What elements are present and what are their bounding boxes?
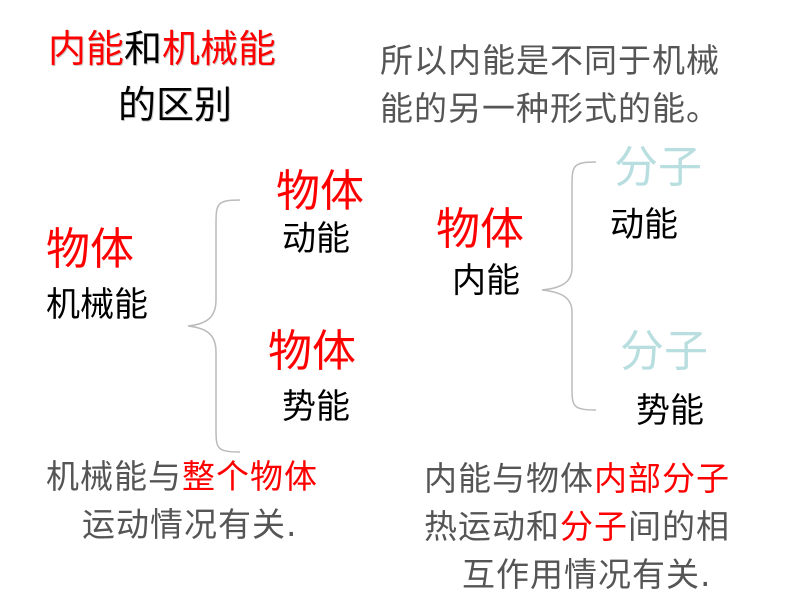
intro-line1: 所以内能是不同于机械 bbox=[380, 41, 720, 80]
mech-note-line2: 运动情况有关. bbox=[82, 505, 298, 544]
intro-line2: 能的另一种形式的能。 bbox=[380, 89, 720, 128]
mech-object-label: 物体 bbox=[46, 224, 134, 275]
internal-kinetic-energy: 动能 bbox=[610, 205, 678, 245]
internal-object-label: 物体 bbox=[436, 204, 524, 255]
internal-note-line2-highlight: 分子 bbox=[560, 507, 628, 546]
mech-potential-object: 物体 bbox=[268, 326, 356, 377]
internal-note-line2-c: 间的相 bbox=[628, 507, 730, 546]
mech-kinetic-energy: 动能 bbox=[282, 219, 350, 259]
title-line1: 内能和机械能 bbox=[48, 30, 276, 68]
title-line2: 的区别 bbox=[118, 83, 233, 127]
internal-kinetic-molecule: 分子 bbox=[614, 142, 702, 193]
internal-note-line3: 互作用情况有关. bbox=[462, 555, 712, 594]
title-and: 和 bbox=[124, 27, 163, 71]
mech-note-line1: 机械能与整个物体 bbox=[46, 460, 318, 493]
internal-potential-molecule: 分子 bbox=[620, 326, 708, 377]
internal-potential-energy: 势能 bbox=[636, 391, 704, 431]
internal-brace bbox=[541, 161, 597, 411]
internal-note-highlight: 内部分子 bbox=[594, 459, 730, 498]
title-mechanical-energy: 机械能 bbox=[162, 27, 277, 71]
mech-potential-energy: 势能 bbox=[282, 387, 350, 427]
mech-energy-label: 机械能 bbox=[46, 285, 148, 325]
title-internal-energy: 内能 bbox=[48, 27, 125, 71]
mech-note-highlight: 整个物体 bbox=[182, 457, 318, 496]
mech-note-prefix: 机械能与 bbox=[46, 457, 182, 496]
internal-note-line2-a: 热运动和 bbox=[424, 507, 560, 546]
mech-kinetic-object: 物体 bbox=[276, 166, 364, 217]
internal-note-line2: 热运动和分子间的相 bbox=[424, 510, 730, 543]
internal-energy-label: 内能 bbox=[452, 261, 520, 301]
mech-brace bbox=[187, 199, 241, 453]
internal-note-line1: 内能与物体内部分子 bbox=[424, 462, 730, 495]
internal-note-prefix: 内能与物体 bbox=[424, 459, 594, 498]
